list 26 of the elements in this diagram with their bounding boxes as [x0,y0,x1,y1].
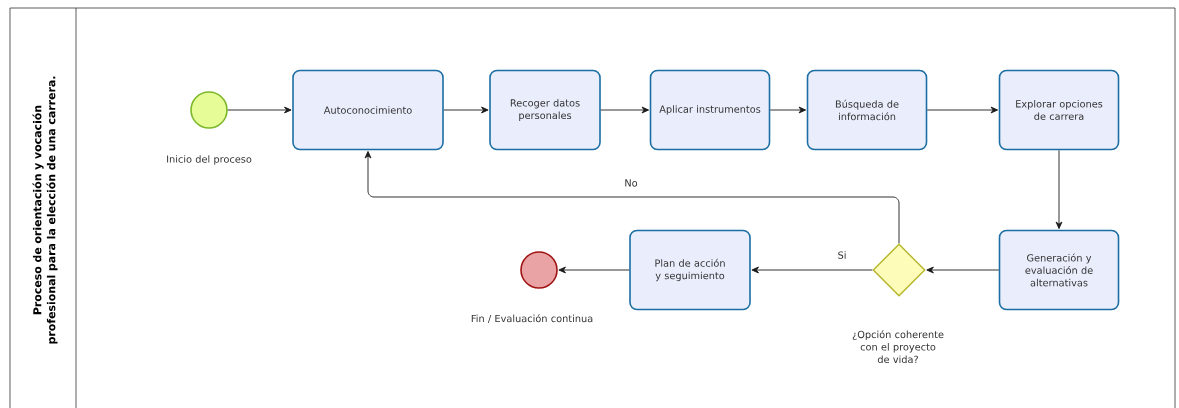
process-box: Explorar opciones de carrera [998,69,1120,151]
start-event [190,91,228,129]
process-box: Aplicar instrumentos [649,69,771,151]
process-box: Plan de acción y seguimiento [629,229,751,311]
arrow [926,106,999,114]
process-box: Recoger datos personales [489,69,601,151]
arrow [751,266,873,274]
edge-label: No [623,178,639,188]
event-caption: Fin / Evaluación continua [471,314,593,323]
process-box: Autoconocimiento [292,69,444,151]
event-caption: Inicio del proceso [167,155,252,165]
arrow [443,106,489,114]
arrow [600,106,650,114]
end-event [520,251,558,289]
arrow [364,150,900,244]
lane-heading: Proceso de orientación y vocación profesional para la elección de una carrera. [32,76,58,344]
decision-diamond [872,243,926,297]
arrow [227,106,292,114]
edge-label: Si [836,250,848,260]
arrow [558,266,630,274]
arrow [1055,149,1063,230]
arrow [769,106,807,114]
event-caption: ¿Opción coherente con el proyecto de vida? [852,330,944,364]
process-box: Generación y evaluación de alternativas [998,229,1120,311]
process-box: Búsqueda de información [806,69,928,151]
arrow [926,266,1000,274]
